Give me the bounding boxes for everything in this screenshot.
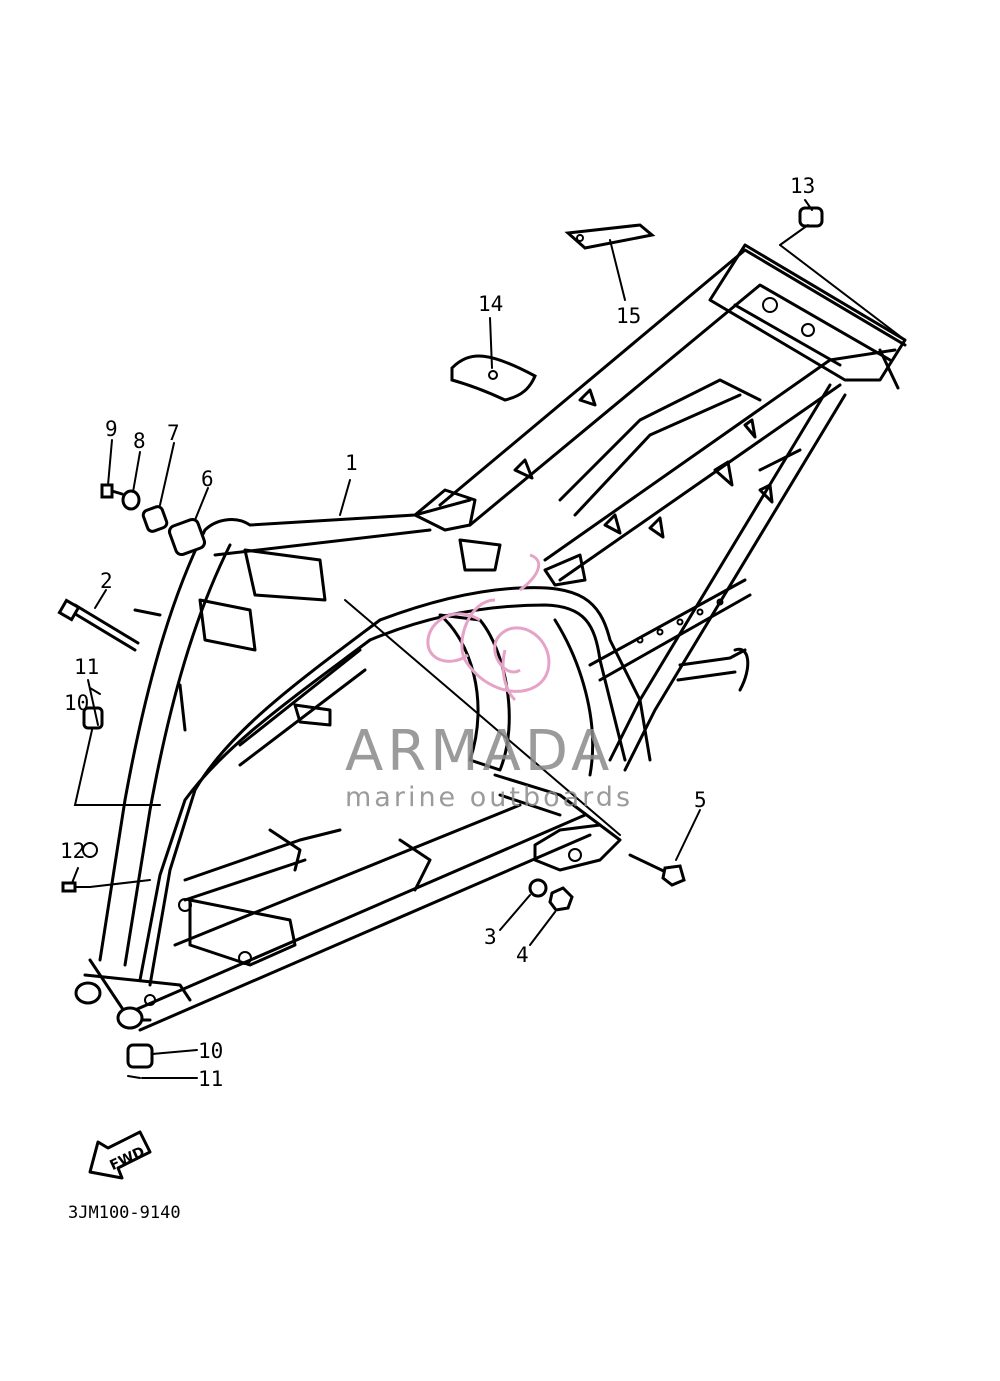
fwd-text: FWD [107,1144,147,1174]
callout-9: 9 [105,417,118,441]
callout-14: 14 [478,292,503,316]
callout-11-upper: 11 [74,655,99,679]
callout-6: 6 [201,467,214,491]
callout-11-lower: 11 [198,1067,223,1091]
callout-15: 15 [616,304,641,328]
logo-stroke [426,612,481,663]
callout-4: 4 [516,943,529,967]
callout-8: 8 [133,429,146,453]
callout-labels: 1 2 3 4 5 6 7 8 9 10 10 11 11 12 13 14 1… [60,174,815,1091]
forward-direction-badge: FWD [88,1130,152,1180]
bolt-9 [100,483,124,499]
grommet-10-lower [126,1043,154,1069]
logo-stroke [460,598,551,693]
callout-7: 7 [167,421,180,445]
bracket-15 [564,223,656,250]
pad-14 [450,354,537,402]
callout-1: 1 [345,451,358,475]
callout-5: 5 [694,788,707,812]
leader-lines [71,199,906,1079]
watermark-brand: ARMADA [345,719,613,784]
cap-13 [798,206,824,228]
collar-7 [141,505,169,533]
armada-watermark: ARMADA marine outboards [345,553,633,813]
armada-logo-mark [426,553,551,702]
bolt-5 [628,853,686,887]
callout-12: 12 [60,839,85,863]
frame-assembly [74,243,907,1032]
watermark-tagline: marine outboards [345,782,633,813]
bushing-6 [167,517,207,557]
pin-11-lower [127,1075,141,1079]
callout-13: 13 [790,174,815,198]
callout-3: 3 [484,925,497,949]
fitting-12 [61,881,91,893]
mount-bolt-2 [57,598,140,652]
logo-stroke [519,553,541,592]
callout-2: 2 [100,569,113,593]
washer-3 [528,878,548,898]
callout-10-lower: 10 [198,1039,223,1063]
washer-8 [121,489,141,511]
logo-stroke [501,649,517,702]
callout-10-upper: 10 [64,691,89,715]
nut-4 [548,886,574,912]
pin-11-upper [89,687,101,695]
diagram-code: 3JM100-9140 [68,1203,181,1223]
